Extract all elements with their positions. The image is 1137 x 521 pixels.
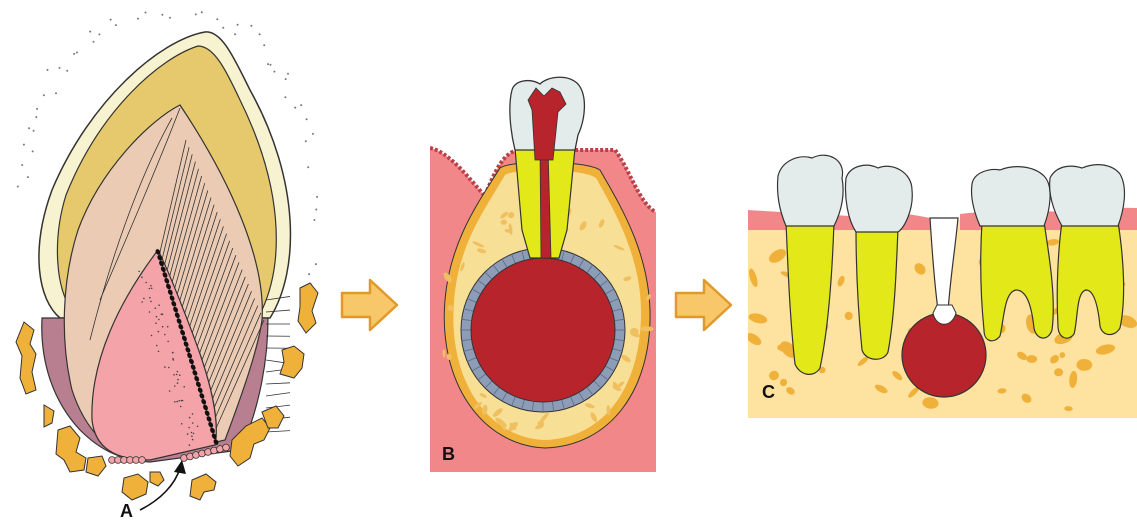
pointer-arrowhead: [174, 460, 186, 474]
cyst-lumen: [471, 258, 615, 402]
panel-b-cyst-forming: B: [430, 77, 656, 472]
panel-a-tooth-germ: A: [16, 11, 318, 521]
label-c: C: [762, 382, 775, 402]
crown-tooth-4: [1050, 165, 1125, 226]
crown-tooth-3: [971, 167, 1050, 226]
right-arrow-icon: [676, 280, 731, 330]
panel-c-residual-cyst: C: [744, 155, 1137, 418]
right-arrow-icon: [342, 280, 397, 330]
residual-cyst: [902, 313, 986, 397]
crown-tooth-1: [777, 155, 843, 226]
crown-tooth-2: [845, 165, 912, 232]
label-a: A: [120, 501, 133, 521]
label-b: B: [442, 444, 455, 464]
